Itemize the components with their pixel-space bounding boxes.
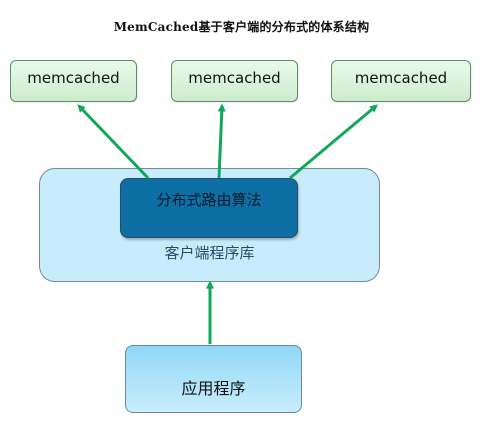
memcached-server-3: memcached <box>331 60 471 102</box>
memcached-server-2: memcached <box>171 60 298 102</box>
application-label: 应用程序 <box>181 379 246 398</box>
client-library-label: 客户端程序库 <box>164 244 255 262</box>
memcached-server-3-label: memcached <box>354 69 448 87</box>
diagram-title: MemCached基于客户端的分布式的体系结构 <box>113 20 370 34</box>
memcached-server-2-label: memcached <box>188 69 281 87</box>
routing-algorithm-box: 分布式路由算法 <box>120 178 298 238</box>
application-box: 应用程序 <box>125 345 302 413</box>
routing-algorithm-label: 分布式路由算法 <box>156 191 262 209</box>
memcached-server-1-label: memcached <box>27 69 120 87</box>
memcached-server-1: memcached <box>10 60 137 102</box>
